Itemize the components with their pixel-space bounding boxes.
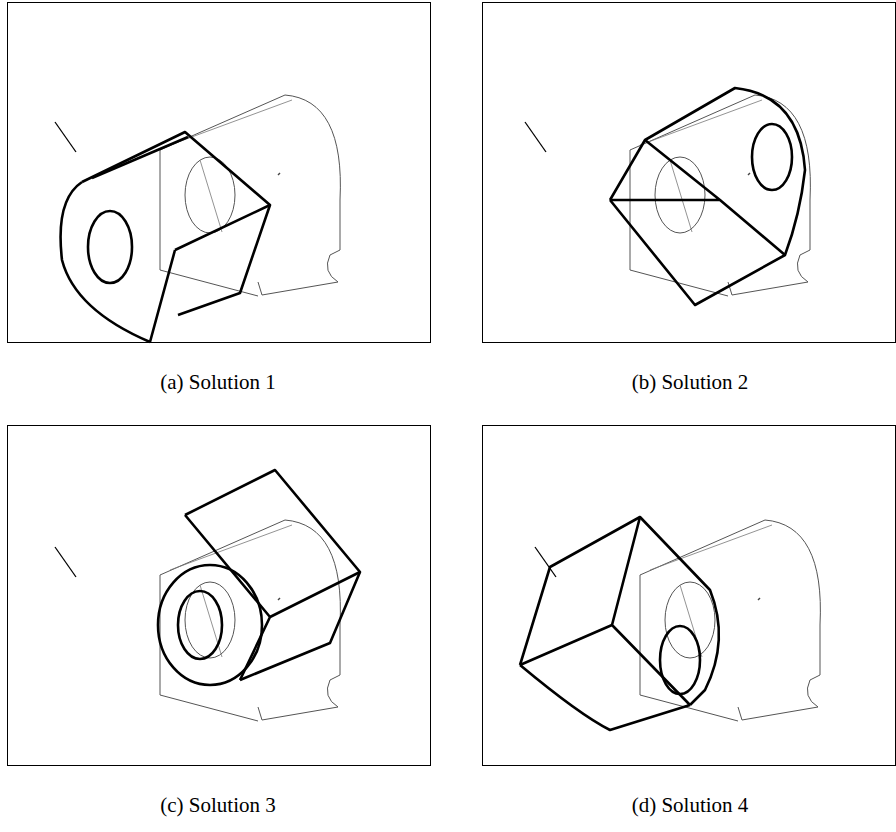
panel-caption: (d) Solution 4 [632, 793, 749, 818]
panel-caption: (a) Solution 1 [160, 370, 276, 395]
panel-caption: (b) Solution 2 [632, 370, 749, 395]
panel-frame [8, 426, 431, 766]
panel-caption: (c) Solution 3 [160, 793, 276, 818]
panel-frame [8, 3, 431, 343]
panel-frame [483, 426, 896, 766]
panel-frame [483, 3, 896, 343]
